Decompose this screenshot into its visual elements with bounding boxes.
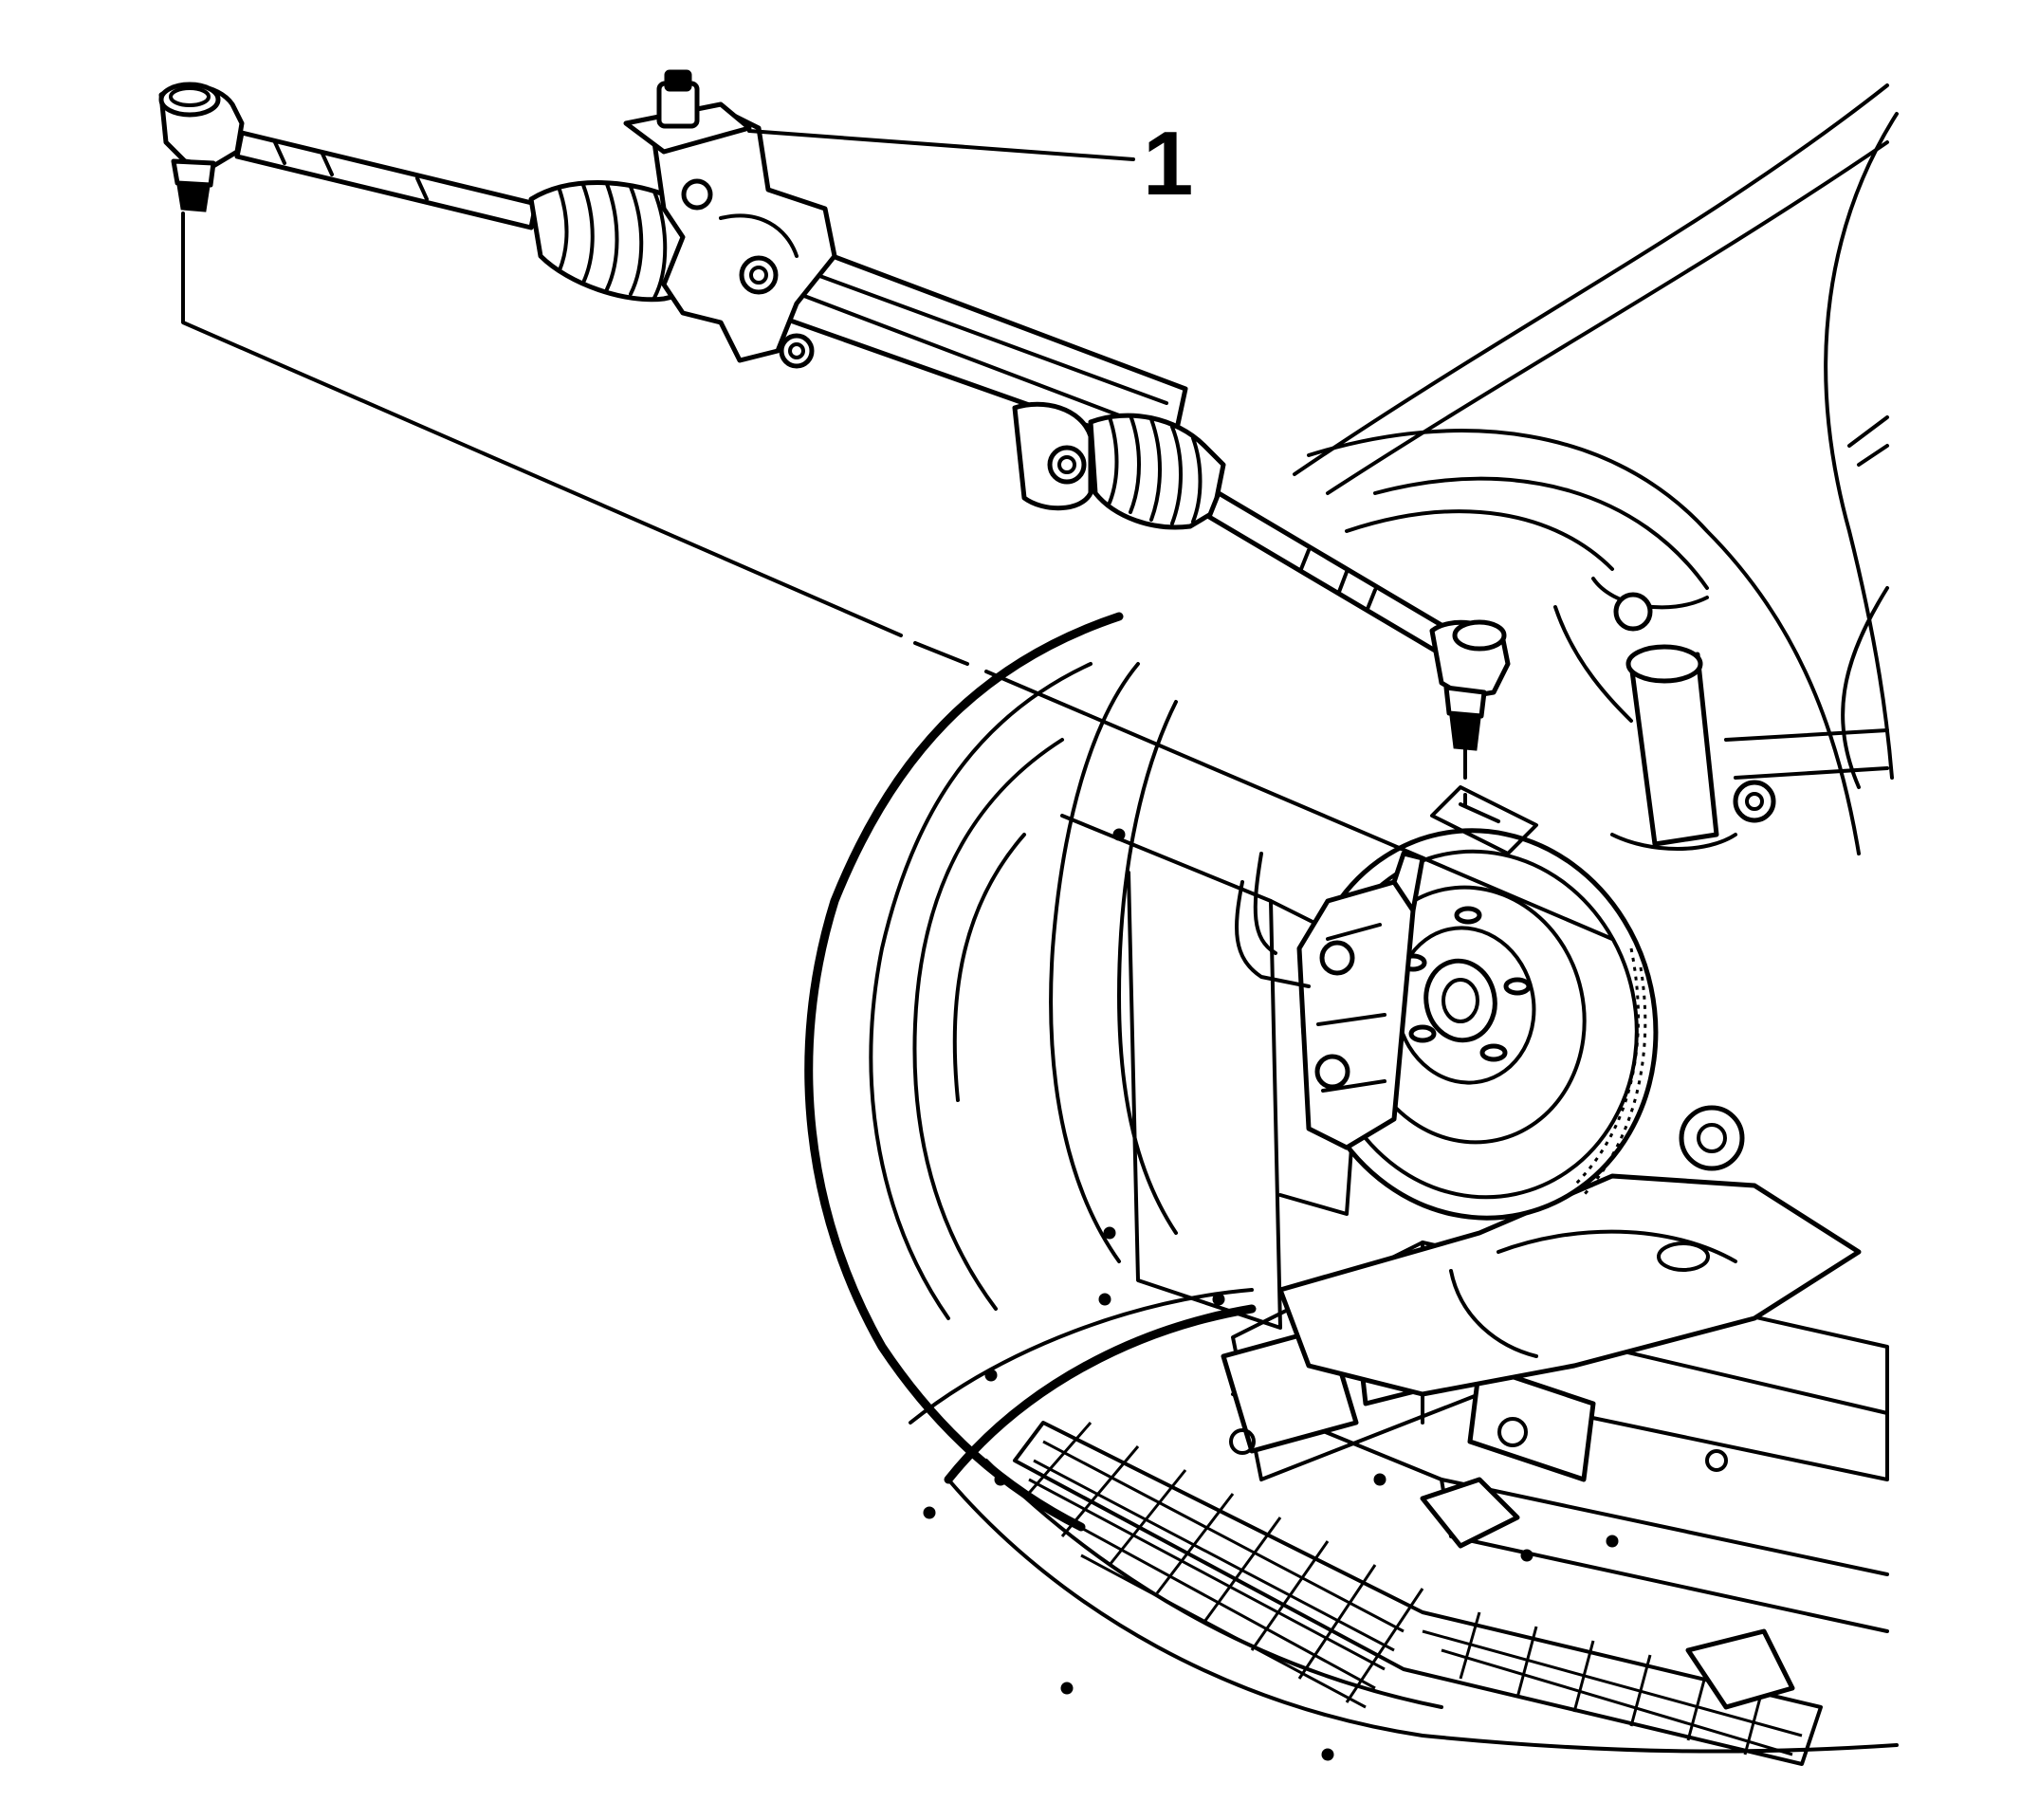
leader-lines [181, 129, 1614, 941]
vehicle-front-body [804, 83, 1899, 1761]
lower-control-arm [1277, 1105, 1862, 1397]
steering-gear [158, 69, 1511, 751]
callout-1-label: 1 [1143, 113, 1193, 214]
front-strut [1553, 577, 1889, 851]
brake-caliper [1235, 851, 1425, 1150]
lower-grille [1013, 1421, 1823, 1766]
callout-1-leader [747, 129, 1135, 161]
